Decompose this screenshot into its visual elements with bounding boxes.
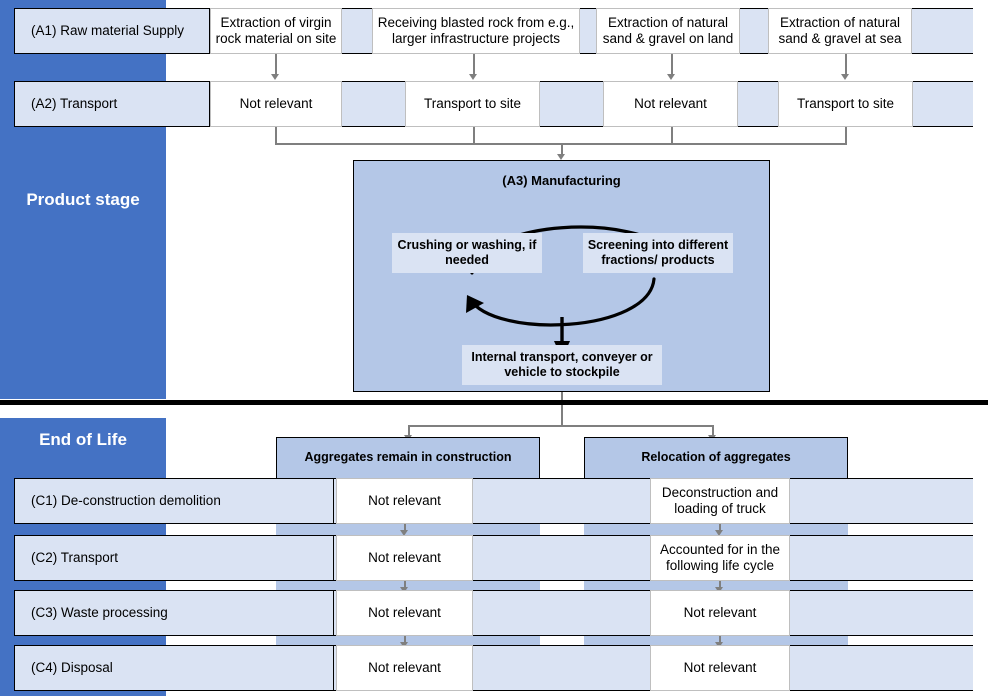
a2-cell-3: Not relevant <box>603 81 738 127</box>
c3-cell-2: Not relevant <box>650 590 790 636</box>
eol-scenario-header-2-top: Relocation of aggregates <box>584 437 848 479</box>
a3-manufacturing-box: (A3) Manufacturing Crushing or washing, … <box>353 160 770 392</box>
a2-cell-4-text: Transport to site <box>796 95 895 111</box>
a1-a2-connector-1 <box>275 54 277 76</box>
a3-node-screening-text: Screening into different fractions/ prod… <box>587 237 729 267</box>
c4-cell-2-text: Not relevant <box>683 659 757 675</box>
a2-row-label: (A2) Transport <box>31 95 118 111</box>
a1-cell-2: Receiving blasted rock from e.g., larger… <box>372 8 580 54</box>
a1-cell-4-text: Extraction of natural sand & gravel at s… <box>778 14 902 46</box>
a2-a3-arrowhead <box>557 154 565 160</box>
a2-cell-2: Transport to site <box>405 81 540 127</box>
a1-a2-arrowhead-2 <box>469 74 477 80</box>
a3-node-crushing-text: Crushing or washing, if needed <box>397 237 537 267</box>
a1-a2-arrowhead-3 <box>667 74 675 80</box>
a3-eol-branch-left <box>408 425 410 437</box>
product-stage-label: Product stage <box>26 189 140 209</box>
a1-cell-4: Extraction of natural sand & gravel at s… <box>768 8 912 54</box>
c3-c4-connector-left <box>404 636 406 644</box>
c4-row-label-box: (C4) Disposal <box>14 645 334 691</box>
c1-c2-arrowhead-right <box>715 530 723 536</box>
a2-cell-2-text: Transport to site <box>423 95 522 111</box>
a1-cell-3-text: Extraction of natural sand & gravel on l… <box>602 14 734 46</box>
a3-eol-split-rail <box>408 425 713 427</box>
a1-row-label-box: (A1) Raw material Supply <box>14 8 210 54</box>
c2-cell-1-text: Not relevant <box>368 549 441 565</box>
a2-a3-drop-3 <box>671 127 673 144</box>
c1-row-label: (C1) De-construction demolition <box>31 492 221 508</box>
a3-node-screening: Screening into different fractions/ prod… <box>583 233 733 273</box>
c1-cell-2: Deconstruction and loading of truck <box>650 478 790 524</box>
a2-cell-1: Not relevant <box>210 81 342 127</box>
a3-node-crushing: Crushing or washing, if needed <box>392 233 542 273</box>
a1-cell-3: Extraction of natural sand & gravel on l… <box>596 8 740 54</box>
a3-eol-trunk <box>561 392 563 426</box>
c4-cell-1: Not relevant <box>336 645 473 691</box>
a2-cell-3-text: Not relevant <box>634 95 707 111</box>
a2-a3-trunk <box>561 143 563 156</box>
c2-cell-1: Not relevant <box>336 535 473 581</box>
a1-a2-connector-4 <box>845 54 847 76</box>
c1-cell-1: Not relevant <box>336 478 473 524</box>
a2-a3-drop-2 <box>473 127 475 144</box>
eol-scenario-header-2-label: Relocation of aggregates <box>641 450 791 465</box>
a2-cell-4: Transport to site <box>778 81 913 127</box>
c3-c4-connector-right <box>719 636 721 644</box>
c1-row-label-box: (C1) De-construction demolition <box>14 478 334 524</box>
c3-row-label: (C3) Waste processing <box>31 604 168 620</box>
a2-a3-drop-1 <box>275 127 277 144</box>
c2-row-label-box: (C2) Transport <box>14 535 334 581</box>
c4-row-label: (C4) Disposal <box>31 659 113 675</box>
c2-c3-connector-left <box>404 581 406 589</box>
c2-row-label: (C2) Transport <box>31 549 119 565</box>
a1-a2-connector-2 <box>473 54 475 76</box>
product-stage-label-column: Product stage <box>0 0 166 399</box>
a1-cell-1-text: Extraction of virgin rock material on si… <box>215 14 337 46</box>
a1-cell-1: Extraction of virgin rock material on si… <box>210 8 342 54</box>
a3-node-internal-transport-text: Internal transport, conveyer or vehicle … <box>471 349 653 379</box>
a2-cell-1-text: Not relevant <box>239 95 313 111</box>
c3-row-label-box: (C3) Waste processing <box>14 590 334 636</box>
c2-cell-2-text: Accounted for in the following life cycl… <box>659 541 781 573</box>
a3-eol-branch-right <box>712 425 714 437</box>
c4-cell-1-text: Not relevant <box>368 659 441 675</box>
c1-c2-arrowhead-left <box>400 530 408 536</box>
c2-c3-connector-right <box>719 581 721 589</box>
c3-cell-1-text: Not relevant <box>368 604 441 620</box>
end-of-life-label: End of Life <box>39 430 127 449</box>
stage-divider <box>0 400 988 405</box>
a2-a3-drop-4 <box>845 127 847 144</box>
a3-title: (A3) Manufacturing <box>502 173 621 188</box>
a1-a2-connector-3 <box>671 54 673 76</box>
c4-cell-2: Not relevant <box>650 645 790 691</box>
c1-c2-connector-right <box>719 524 721 532</box>
a1-row-label: (A1) Raw material Supply <box>31 22 185 38</box>
c1-c2-connector-left <box>404 524 406 532</box>
c2-cell-2: Accounted for in the following life cycl… <box>650 535 790 581</box>
a1-cell-2-text: Receiving blasted rock from e.g., larger… <box>377 14 575 46</box>
a2-row-label-box: (A2) Transport <box>14 81 210 127</box>
a3-node-internal-transport: Internal transport, conveyer or vehicle … <box>462 345 662 385</box>
c3-cell-1: Not relevant <box>336 590 473 636</box>
eol-scenario-header-1-label: Aggregates remain in construction <box>304 450 512 465</box>
c1-cell-1-text: Not relevant <box>368 492 441 508</box>
eol-scenario-header-1-top: Aggregates remain in construction <box>276 437 540 479</box>
c3-cell-2-text: Not relevant <box>683 604 757 620</box>
a1-a2-arrowhead-4 <box>841 74 849 80</box>
c1-cell-2-text: Deconstruction and loading of truck <box>661 484 779 516</box>
a1-a2-arrowhead-1 <box>271 74 279 80</box>
